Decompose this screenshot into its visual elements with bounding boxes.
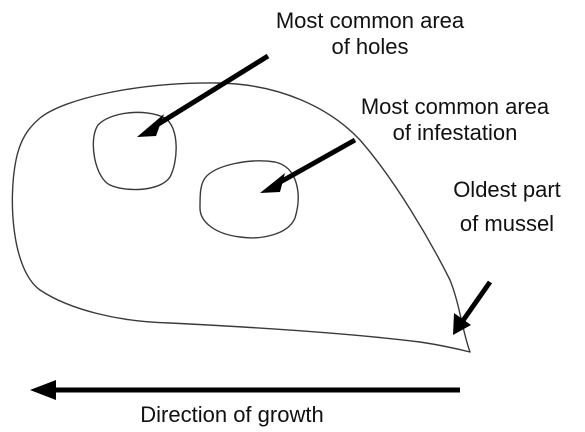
infestation-arrowhead bbox=[260, 173, 285, 193]
holes-label-line2: of holes bbox=[331, 34, 408, 59]
growth-label: Direction of growth bbox=[140, 402, 323, 427]
infestation-label-line1: Most common area bbox=[361, 94, 550, 119]
oldest-label-line2: of mussel bbox=[460, 211, 554, 236]
holes-pointer-arrow bbox=[152, 56, 268, 128]
oldest-pointer-arrow bbox=[462, 282, 490, 322]
holes-label-line1: Most common area bbox=[276, 8, 465, 33]
oldest-label-line1: Oldest part bbox=[453, 177, 561, 202]
growth-arrowhead bbox=[30, 380, 56, 400]
infestation-area bbox=[200, 161, 298, 238]
infestation-pointer-arrow bbox=[275, 140, 355, 185]
holes-area bbox=[93, 112, 176, 189]
infestation-label-line2: of infestation bbox=[393, 120, 518, 145]
